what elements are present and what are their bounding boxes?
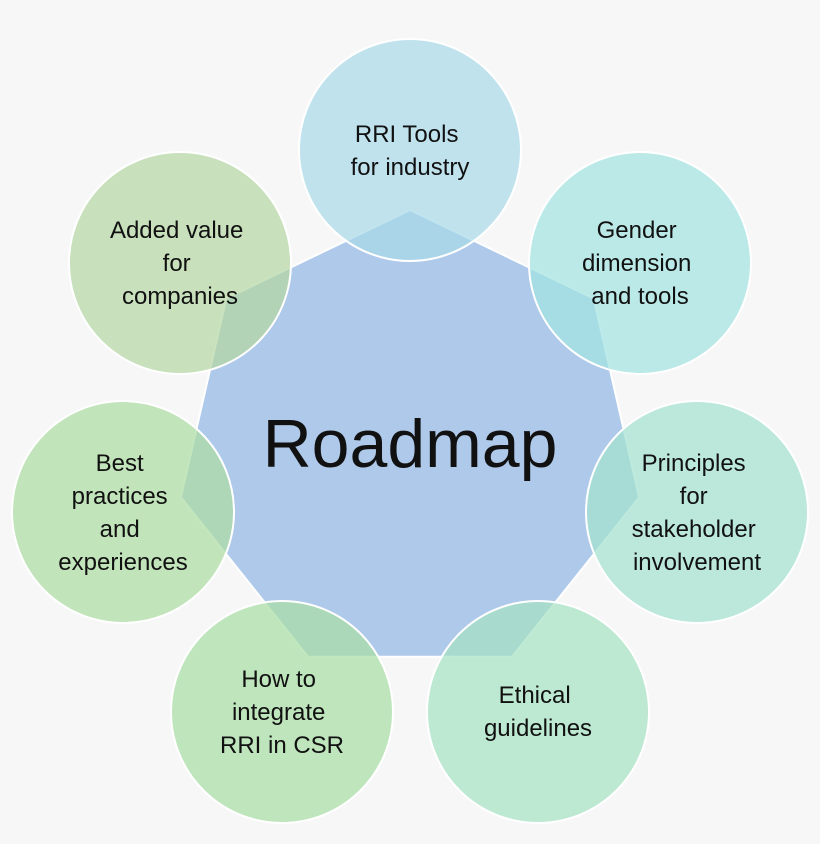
node-label-line: Best	[96, 450, 144, 477]
circle-added-value	[68, 151, 292, 375]
node-label-line: companies	[122, 283, 238, 310]
node-label-line: and tools	[591, 283, 688, 310]
node-label-rri-tools: RRI Tools for industry	[351, 121, 470, 181]
node-label-line: Ethical	[499, 682, 571, 709]
node-label-added-value: Added value for companies	[110, 217, 250, 310]
center-label: Roadmap	[263, 406, 558, 482]
node-label-integrate-rri-csr: How to integrate RRI in CSR	[220, 666, 344, 759]
node-label-line: practices	[72, 483, 168, 510]
node-label-ethical-guidelines: Ethical guidelines	[484, 682, 592, 742]
node-label-line: Added value	[110, 217, 243, 244]
circle-integrate-rri-csr	[170, 600, 394, 824]
circle-stakeholder-principles	[585, 400, 809, 624]
node-label-line: How to	[241, 666, 316, 693]
node-label-line: for	[680, 483, 708, 510]
node-label-line: for	[163, 250, 191, 277]
node-label-line: and	[100, 516, 140, 543]
node-label-line: RRI Tools	[355, 121, 459, 148]
node-label-line: experiences	[58, 549, 187, 576]
center-hub: Roadmap	[179, 209, 641, 658]
node-labels: RRI Tools for industry Gender dimension …	[58, 121, 763, 759]
node-label-best-practices: Best practices and experiences	[58, 450, 187, 576]
circle-best-practices	[11, 400, 235, 624]
node-label-line: Gender	[597, 217, 677, 244]
node-label-stakeholder-principles: Principles for stakeholder involvement	[632, 450, 763, 576]
node-label-line: for industry	[351, 154, 470, 181]
circle-rri-tools	[298, 38, 522, 262]
circle-ethical-guidelines	[426, 600, 650, 824]
node-label-line: involvement	[633, 549, 761, 576]
node-label-gender-dimension: Gender dimension and tools	[582, 217, 698, 310]
node-label-line: integrate	[232, 699, 325, 726]
node-label-line: Principles	[642, 450, 746, 477]
node-label-line: dimension	[582, 250, 691, 277]
node-label-line: RRI in CSR	[220, 732, 344, 759]
circle-gender-dimension	[528, 151, 752, 375]
node-label-line: stakeholder	[632, 516, 756, 543]
node-label-line: guidelines	[484, 715, 592, 742]
node-circles	[11, 38, 809, 824]
